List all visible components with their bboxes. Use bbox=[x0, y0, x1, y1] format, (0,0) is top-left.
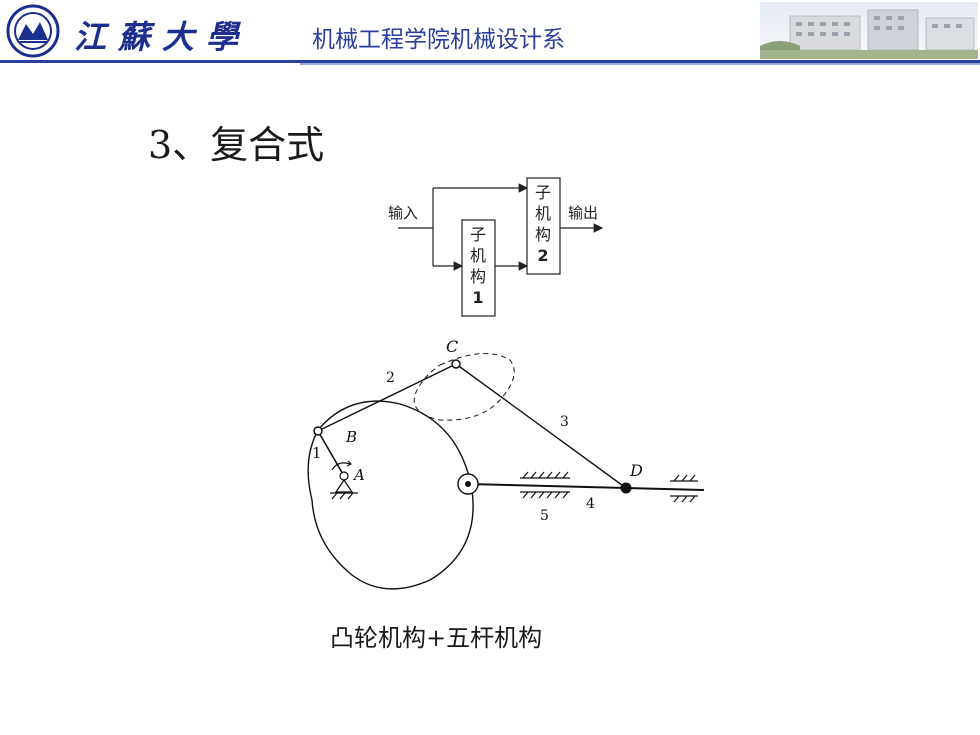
link-1 bbox=[317, 430, 345, 477]
university-seal-icon bbox=[6, 4, 60, 58]
sub2-line: 构 bbox=[535, 225, 551, 244]
label-link-4: 4 bbox=[586, 496, 595, 512]
sub-mechanism-1-box bbox=[461, 219, 496, 317]
coupler-curve bbox=[413, 353, 515, 421]
sub1-line: 机 bbox=[470, 246, 486, 265]
sub2-line: 2 bbox=[537, 246, 548, 265]
cam-profile bbox=[307, 400, 474, 590]
label-link-2: 2 bbox=[386, 370, 395, 386]
sub2-line: 机 bbox=[535, 204, 551, 223]
sub2-line: 子 bbox=[535, 183, 551, 202]
link-3 bbox=[455, 363, 627, 489]
input-label: 输入 bbox=[388, 204, 418, 222]
university-name: 江蘇大學 bbox=[74, 18, 251, 56]
label-d: D bbox=[629, 461, 643, 480]
label-link-1: 1 bbox=[312, 444, 322, 462]
figure-caption: 凸轮机构+五杆机构 bbox=[330, 624, 543, 652]
label-b: B bbox=[345, 428, 357, 446]
link-2 bbox=[317, 363, 457, 432]
cam-five-bar-mechanism: C B A D 1 2 3 4 5 bbox=[307, 337, 705, 590]
joint-d-icon bbox=[620, 482, 632, 494]
label-link-5: 5 bbox=[540, 508, 549, 524]
department-name: 机械工程学院机械设计系 bbox=[312, 27, 565, 53]
label-c: C bbox=[446, 337, 458, 356]
ground-pivot-a-icon bbox=[330, 460, 358, 500]
sub1-line: 1 bbox=[472, 288, 483, 307]
header-divider bbox=[0, 60, 980, 63]
roller-center-icon bbox=[465, 481, 471, 487]
campus-photo bbox=[760, 2, 978, 59]
right-guide bbox=[670, 474, 698, 503]
slide-header: 江蘇大學 机械工程学院机械设计系 bbox=[0, 0, 980, 62]
joint-c-icon bbox=[451, 359, 461, 369]
slide-title: 3、复合式 bbox=[148, 123, 325, 167]
label-a: A bbox=[352, 466, 365, 484]
slider-guide bbox=[520, 471, 570, 499]
output-label: 输出 bbox=[568, 204, 598, 222]
sub-mechanism-2-box bbox=[526, 177, 561, 275]
label-link-3: 3 bbox=[560, 414, 569, 430]
joint-b-icon bbox=[313, 426, 323, 436]
sub1-line: 构 bbox=[470, 267, 486, 286]
slider-rod bbox=[467, 483, 705, 491]
block-diagram: 输入 输出 子 机 构 1 子 机 构 2 bbox=[388, 177, 604, 317]
header-divider-light bbox=[300, 63, 980, 65]
sub1-line: 子 bbox=[470, 225, 486, 244]
